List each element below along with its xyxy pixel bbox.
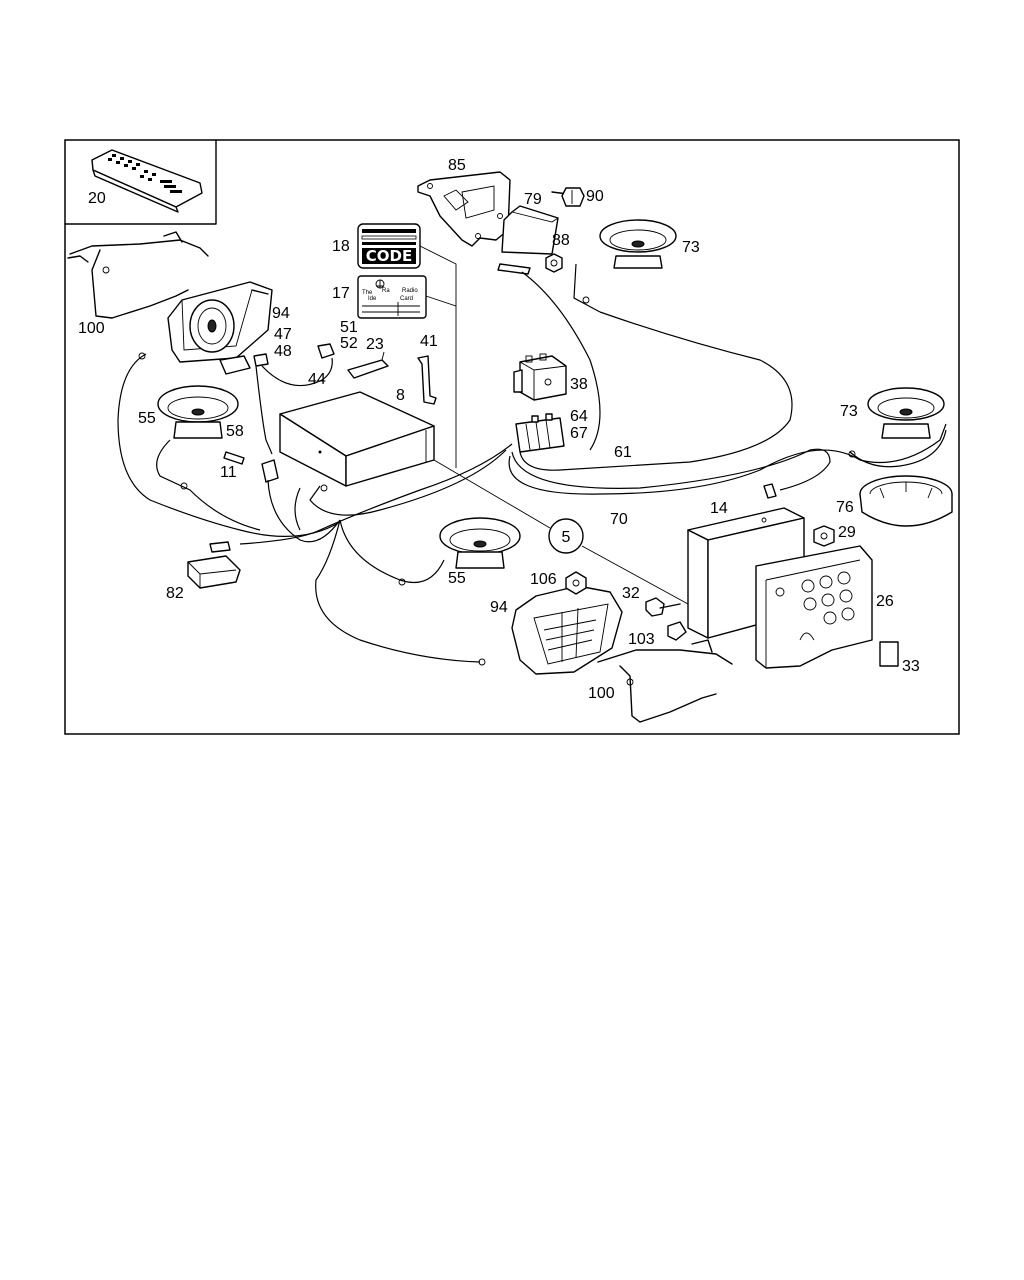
label-76: 76 [836, 499, 854, 516]
bolt-32 [645, 597, 681, 617]
label-44: 44 [308, 371, 326, 388]
label-100-upper: 100 [78, 320, 105, 337]
label-48: 48 [274, 343, 292, 360]
fuse-11 [223, 451, 245, 465]
fuse-holder-23 [347, 351, 389, 379]
label-73-upper: 73 [682, 239, 700, 256]
connector-block-64-67 [515, 413, 565, 453]
radio-info-card-17: The Ra Radio Ide Card [357, 275, 427, 319]
label-14: 14 [710, 500, 728, 517]
label-plate-33 [879, 641, 899, 667]
radio-main-unit [279, 391, 435, 487]
label-5: 5 [562, 529, 571, 546]
info-card-line2: Ra [382, 288, 390, 294]
speaker-housing-94-upper [167, 281, 273, 363]
speaker-55-left [157, 385, 239, 439]
connector-51-52 [317, 343, 335, 359]
label-41: 41 [420, 333, 438, 350]
label-64: 64 [570, 408, 588, 425]
wire-bracket-100-lower [597, 639, 733, 723]
plug-58 [261, 459, 279, 483]
clip-103 [667, 621, 687, 641]
code-card-18: CODE [357, 223, 421, 269]
label-94-lower: 94 [490, 599, 508, 616]
info-card-line1: The [362, 290, 373, 296]
bracket-41 [417, 355, 437, 405]
control-module-79 [497, 205, 559, 275]
label-67: 67 [570, 425, 588, 442]
leader-line-5 [433, 459, 689, 605]
label-26: 26 [876, 593, 894, 610]
speaker-ring-76 [859, 475, 953, 527]
label-51: 51 [340, 319, 358, 336]
mounting-tray-26 [755, 545, 873, 669]
wire-bracket-100-upper [67, 231, 209, 319]
leader-cards [419, 245, 457, 307]
label-11: 11 [220, 464, 237, 481]
remote-control [91, 149, 203, 213]
callout-circle-5 [548, 518, 584, 554]
label-33: 33 [902, 658, 920, 675]
label-47: 47 [274, 326, 292, 343]
label-18: 18 [332, 238, 350, 255]
label-79: 79 [524, 191, 542, 208]
amplifier-82 [187, 541, 241, 589]
bolt-90 [551, 187, 585, 207]
label-32: 32 [622, 585, 640, 602]
label-8: 8 [396, 387, 405, 404]
label-20: 20 [88, 190, 106, 207]
info-card-line4: Ide [368, 296, 377, 302]
label-100-lower: 100 [588, 685, 615, 702]
code-card-text: CODE [366, 247, 412, 265]
nut-106 [565, 571, 587, 595]
label-85: 85 [448, 157, 466, 174]
label-88: 88 [552, 232, 570, 249]
label-73-right: 73 [840, 403, 858, 420]
label-17: 17 [332, 285, 350, 302]
connector-block-38 [513, 353, 567, 401]
nut-29 [813, 525, 835, 547]
label-61: 61 [614, 444, 632, 461]
label-38: 38 [570, 376, 588, 393]
diagram-frame [64, 139, 960, 735]
label-82: 82 [166, 585, 184, 602]
label-103: 103 [628, 631, 655, 648]
label-55-center: 55 [448, 570, 466, 587]
label-52: 52 [340, 335, 358, 352]
speaker-73-upper [599, 219, 677, 269]
label-29: 29 [838, 524, 856, 541]
speaker-55-center [439, 517, 521, 569]
label-23: 23 [366, 336, 384, 353]
callout-labels: 20 85 79 90 18 88 73 17 100 94 47 48 51 … [78, 157, 920, 702]
speaker-73-right [867, 387, 945, 439]
speaker-housing-94-lower [511, 585, 623, 675]
mounting-bracket-85 [417, 171, 511, 247]
label-106: 106 [530, 571, 557, 588]
label-70: 70 [610, 511, 628, 528]
connector-47-48 [219, 353, 333, 387]
label-94-upper: 94 [272, 305, 290, 322]
remote-inset-box [64, 139, 217, 225]
label-90: 90 [586, 188, 604, 205]
info-card-line3: Radio [402, 288, 418, 294]
info-card-line5: Card [400, 296, 413, 302]
nut-88 [545, 253, 563, 273]
label-55-left: 55 [138, 410, 156, 427]
wiring-harness [117, 263, 947, 666]
label-58: 58 [226, 423, 244, 440]
